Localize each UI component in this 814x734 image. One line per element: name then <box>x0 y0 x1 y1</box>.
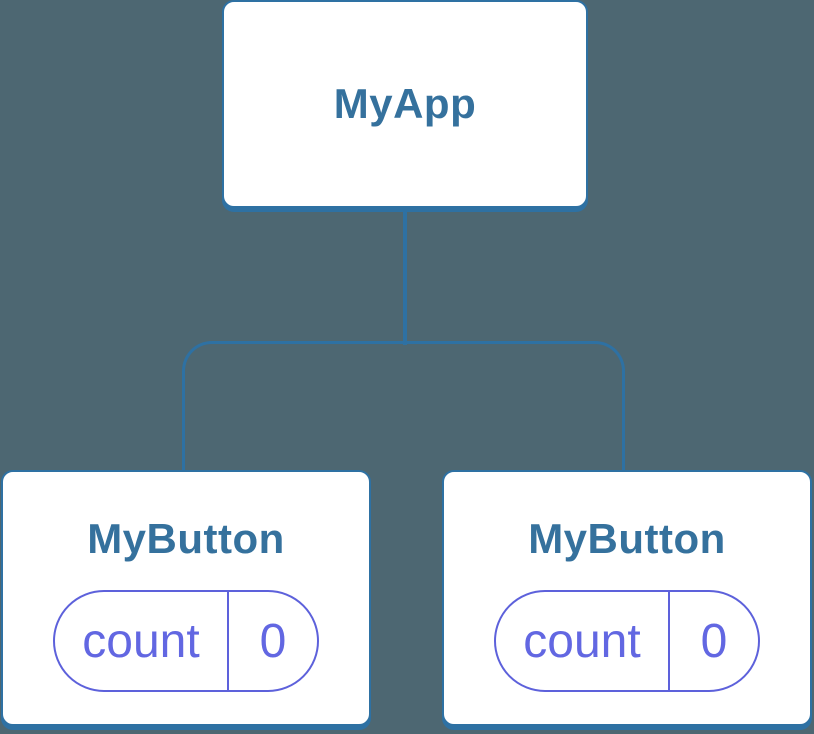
connector-bracket <box>182 341 625 472</box>
node-myapp-label: MyApp <box>333 80 477 127</box>
state-name-left: count <box>55 592 229 690</box>
state-value-left: 0 <box>259 614 287 668</box>
node-mybutton-left-label: MyButton <box>87 515 285 562</box>
state-pill-right: count 0 <box>494 590 760 692</box>
node-myapp: MyApp <box>222 0 588 208</box>
state-value-right: 0 <box>700 614 728 668</box>
state-name-right: count <box>496 592 670 690</box>
node-mybutton-right: MyButton count 0 <box>442 470 812 726</box>
state-pill-left: count 0 <box>53 590 319 692</box>
node-mybutton-right-label: MyButton <box>528 515 726 562</box>
connector-stem <box>403 204 407 345</box>
node-mybutton-left: MyButton count 0 <box>1 470 371 726</box>
